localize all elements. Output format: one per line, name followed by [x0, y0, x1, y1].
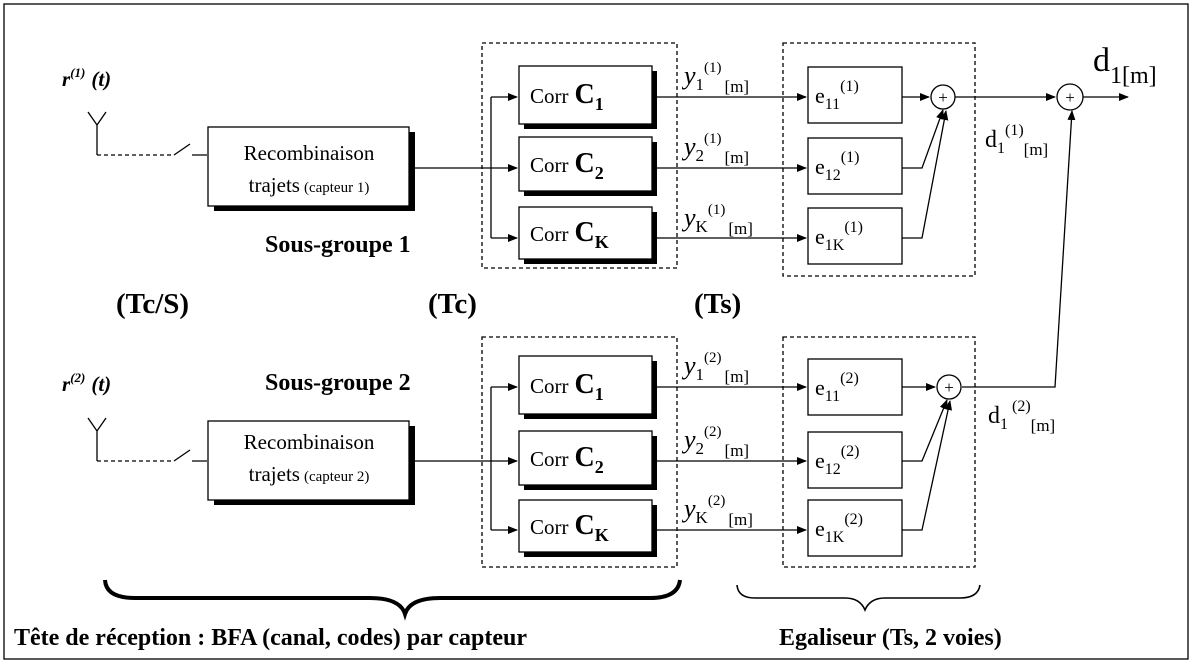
- eq-2-3-label: e1K(2): [815, 511, 863, 546]
- sous-groupe-1-label: Sous-groupe 1: [265, 232, 411, 258]
- recombinaison-block-1: Recombinaison trajets(capteur 1): [207, 126, 415, 211]
- brace-tete-reception: [103, 579, 682, 621]
- eq-block-2-1: [807, 358, 903, 416]
- recombinaison-2-line1: Recombinaison: [244, 430, 375, 454]
- signal-label-1-1: y1(1)[m]: [681, 60, 749, 96]
- sous-groupe-2-label: Sous-groupe 2: [265, 370, 411, 396]
- signal-label-2-1: y1(2)[m]: [681, 350, 749, 386]
- wire-sum2-final: [962, 110, 1076, 388]
- wire-e-1-2-sum: [902, 109, 944, 169]
- signal-label-1-3: yK(1)[m]: [681, 202, 753, 238]
- sum-node-2-symbol: +: [944, 378, 954, 397]
- wire-e-2-2-sum: [902, 399, 948, 462]
- eq-block-1-3: [807, 207, 903, 265]
- outer-frame: [3, 3, 1189, 660]
- wire-e-2-3-sum: [902, 400, 952, 531]
- wire-e-1-3-sum: [902, 110, 949, 239]
- eq-group-2-frame: [782, 336, 976, 568]
- recombinaison-1-line2: trajets(capteur 1): [249, 173, 370, 197]
- rate-label-tc: (Tc): [428, 288, 477, 320]
- eq-1-2-label: e12(1): [815, 149, 859, 184]
- brace-egaliseur: [736, 584, 981, 613]
- antenna-1-label: r(1)(t): [62, 65, 111, 91]
- d-out-2-label: d1 (2)[m]: [988, 398, 1055, 435]
- recombinaison-2-line2: trajets(capteur 2): [249, 462, 370, 486]
- eq-block-2-3: [807, 499, 903, 557]
- antenna-2-icon: [87, 417, 207, 462]
- eq-block-1-1: [807, 66, 903, 124]
- signal-label-2-3: yK(2)[m]: [681, 493, 753, 529]
- output-label: d1[m]: [1093, 42, 1157, 89]
- rate-label-ts: (Ts): [694, 288, 741, 320]
- eq-2-1-label: e11(2): [815, 370, 859, 405]
- signal-label-2-2: y2(2)[m]: [681, 424, 749, 460]
- rate-label-tcs: (Tc/S): [116, 288, 189, 320]
- final-sum-symbol: +: [1065, 88, 1075, 107]
- sous-groupe-1: r(1)(t) Recombinaison trajets(capteur 1)…: [62, 42, 1056, 277]
- antenna-1-icon: [87, 111, 207, 156]
- signal-label-1-2: y2(1)[m]: [681, 131, 749, 167]
- caption-egaliseur: Egaliseur (Ts, 2 voies): [779, 625, 1002, 651]
- sum-node-2: [936, 374, 962, 400]
- eq-2-2-label: e12(2): [815, 443, 859, 478]
- caption-tete-reception: Tête de réception : BFA (canal, codes) p…: [14, 625, 527, 651]
- eq-block-1-2: [807, 137, 903, 195]
- corr-group-2-frame: [481, 336, 678, 568]
- eq-1-1-label: e11(1): [815, 78, 859, 113]
- eq-group-1-frame: [782, 42, 976, 277]
- sum-node-1-symbol: +: [938, 88, 948, 107]
- eq-block-2-2: [807, 431, 903, 489]
- recombinaison-block-2: Recombinaison trajets(capteur 2): [207, 420, 415, 505]
- antenna-2-label: r(2)(t): [62, 370, 111, 396]
- sous-groupe-2: r(2)(t) Recombinaison trajets(capteur 2)…: [62, 336, 1055, 568]
- d-out-1-label: d1(1)[m]: [985, 122, 1048, 159]
- recombinaison-1-line1: Recombinaison: [244, 141, 375, 165]
- eq-1-3-label: e1K(1): [815, 219, 863, 254]
